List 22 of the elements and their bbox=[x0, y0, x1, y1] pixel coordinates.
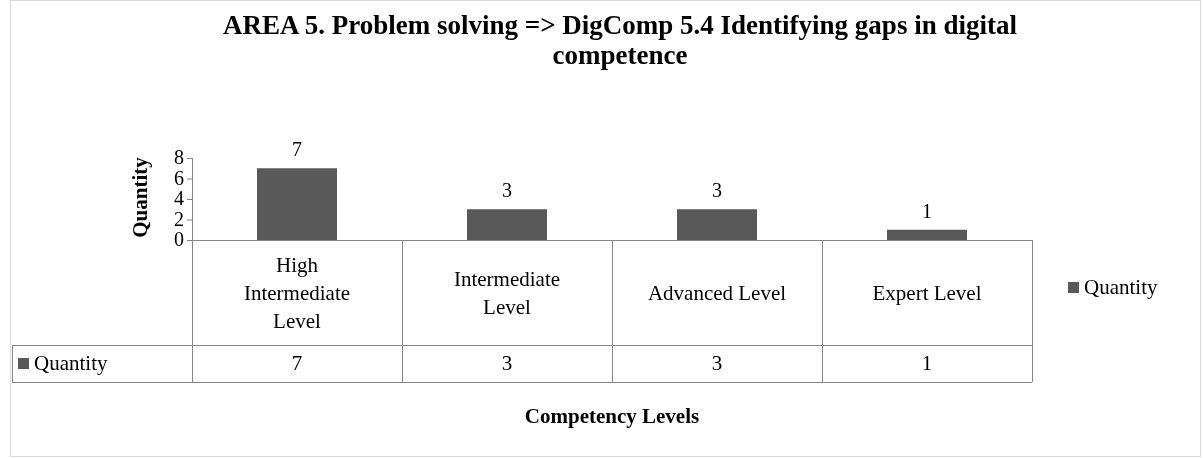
chart-title: AREA 5. Problem solving => DigComp 5.4 Identifying gaps in digital competence bbox=[222, 10, 1018, 70]
category-label: High Intermediate Level bbox=[242, 251, 352, 335]
category-label: Advanced Level bbox=[646, 279, 788, 307]
tick-label: 0 bbox=[173, 229, 184, 249]
value-label: 7 bbox=[291, 138, 303, 161]
table-value: 3 bbox=[710, 350, 724, 376]
value-label: 3 bbox=[711, 179, 723, 202]
value-label: 3 bbox=[501, 179, 513, 202]
table-value: 3 bbox=[500, 350, 514, 376]
category-label: Intermediate Level bbox=[452, 265, 562, 321]
y-axis-title: Quantity bbox=[127, 156, 153, 240]
tick-label: 2 bbox=[173, 208, 184, 229]
x-axis-title: Competency Levels bbox=[523, 404, 701, 429]
table-value: 1 bbox=[920, 350, 934, 376]
value-label: 1 bbox=[921, 199, 933, 222]
tick-label: 4 bbox=[173, 188, 184, 208]
category-label: Expert Level bbox=[871, 279, 983, 307]
tick-label: 6 bbox=[173, 167, 184, 188]
legend-label: Quantity bbox=[1084, 274, 1158, 300]
row-header: Quantity bbox=[34, 350, 108, 376]
table-value: 7 bbox=[290, 350, 304, 376]
tick-label: 8 bbox=[173, 147, 184, 167]
